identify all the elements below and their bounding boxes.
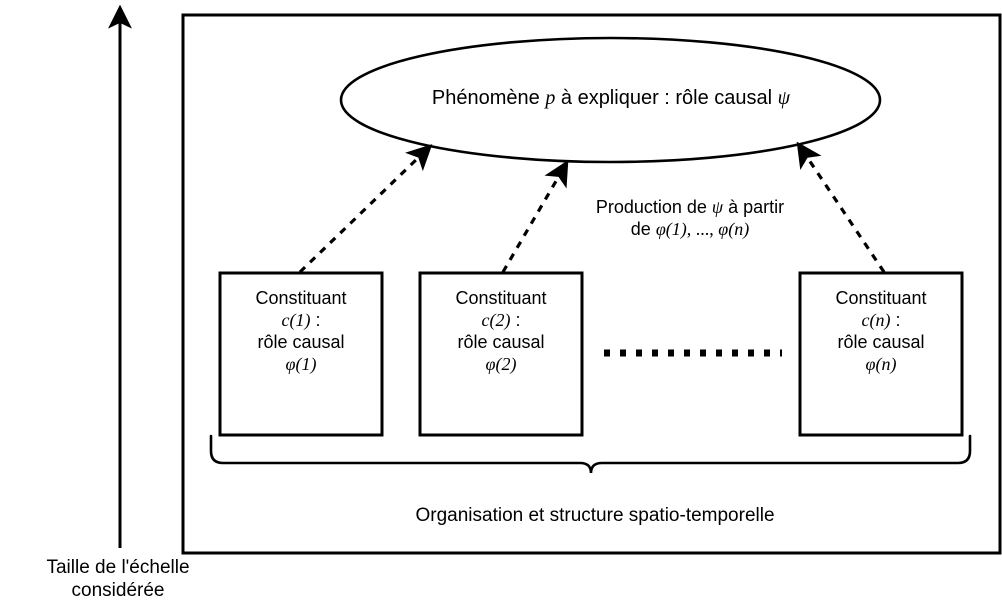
- constituent-n-line3: rôle causal: [837, 331, 925, 352]
- organisation-brace: [209, 434, 972, 474]
- production-line1-prefix: Production de: [595, 197, 712, 217]
- constituent-n-role-var: φ(n): [865, 353, 897, 374]
- phenomenon-label: Phénomène p à expliquer : rôle causal ψ: [341, 86, 881, 110]
- production-line2-prefix: de: [630, 218, 656, 239]
- constituent-label-n: Constituant c(n) : rôle causal φ(n): [800, 288, 962, 376]
- constituent-n-var: c(n): [861, 309, 891, 330]
- phenomenon-middle: à expliquer : rôle causal: [555, 87, 778, 109]
- constituent-2-var: c(2): [481, 309, 511, 330]
- scale-axis-caption-line1: Taille de l'échelle: [46, 557, 190, 578]
- causal-arrow-1: [298, 144, 433, 274]
- constituent-1-role-var: φ(1): [285, 353, 317, 374]
- production-line2-sep: , ...,: [686, 218, 719, 239]
- phenomenon-var-psi: ψ: [777, 87, 791, 109]
- scale-axis-caption-line2: considérée: [71, 580, 165, 602]
- production-var-phi1: φ(1): [655, 218, 687, 239]
- production-var-phin: φ(n): [718, 218, 750, 239]
- phenomenon-var-p: p: [545, 87, 556, 109]
- constituent-n-line1: Constituant: [835, 288, 927, 308]
- constituent-2-line3: rôle causal: [457, 331, 545, 352]
- phenomenon-prefix: Phénomène: [431, 87, 546, 109]
- production-line1-suffix: à partir: [723, 197, 785, 217]
- constituent-2-colon: :: [510, 309, 521, 330]
- production-var-psi: ψ: [711, 197, 724, 217]
- constituent-n-colon: :: [890, 309, 901, 330]
- organisation-caption: Organisation et structure spatio-tempore…: [415, 505, 775, 526]
- constituent-1-colon: :: [310, 309, 321, 330]
- constituent-1-line1: Constituant: [255, 288, 347, 308]
- constituent-2-line1: Constituant: [455, 288, 547, 308]
- constituent-label-2: Constituant c(2) : rôle causal φ(2): [420, 288, 582, 376]
- constituent-1-line3: rôle causal: [257, 331, 345, 352]
- constituent-label-1: Constituant c(1) : rôle causal φ(1): [220, 288, 382, 376]
- production-note: Production de ψ à partir de φ(1), ..., φ…: [545, 197, 835, 241]
- scale-axis-caption: Taille de l'échelle considérée: [6, 556, 230, 602]
- constituent-1-var: c(1): [281, 309, 311, 330]
- constituent-2-role-var: φ(2): [485, 353, 517, 374]
